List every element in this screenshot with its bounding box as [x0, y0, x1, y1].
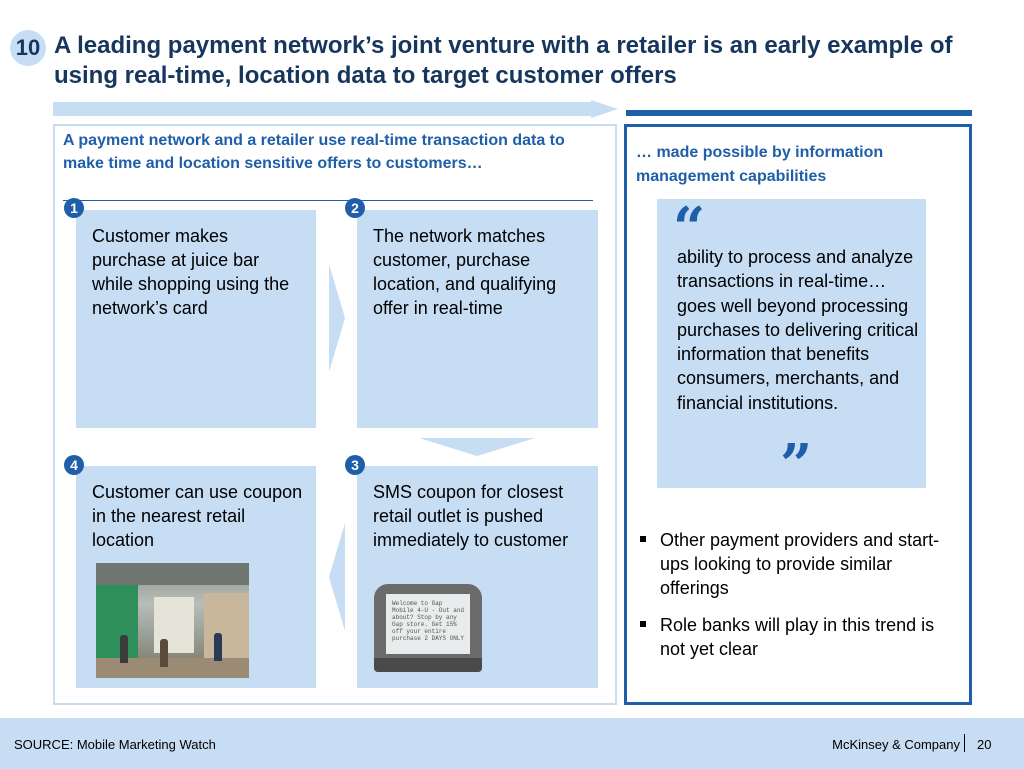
mall-photo-image	[96, 563, 249, 678]
quote-text: ability to process and analyze transacti…	[677, 247, 919, 413]
right-panel-heading: … made possible by information managemen…	[636, 144, 884, 185]
left-heading-divider	[63, 200, 593, 201]
footer-bar	[0, 718, 1024, 769]
close-quote-icon: ”	[780, 432, 813, 498]
list-item: Other payment providers and start-ups lo…	[638, 528, 963, 600]
title-arrow-shape	[591, 100, 618, 118]
phone-image: Welcome to Gap Mobile 4-U - Out and abou…	[374, 584, 482, 672]
bullet-text: Other payment providers and start-ups lo…	[660, 530, 940, 598]
bullet-text: Role banks will play in this trend is no…	[660, 615, 935, 659]
page-title: A leading payment network’s joint ventur…	[54, 32, 953, 89]
bullet-list: Other payment providers and start-ups lo…	[638, 528, 963, 674]
left-panel-heading: A payment network and a retailer use rea…	[63, 132, 565, 172]
company-name: McKinsey & Company	[832, 737, 960, 752]
arrow-right-icon	[329, 264, 345, 372]
left-panel-frame	[53, 124, 617, 705]
phone-screen-text: Welcome to Gap Mobile 4-U - Out and abou…	[386, 594, 470, 654]
step-2-badge: 2	[345, 198, 365, 218]
step-1-box: Customer makes purchase at juice bar whi…	[76, 210, 316, 428]
step-4-badge: 4	[64, 455, 84, 475]
step-3-text: SMS coupon for closest retail outlet is …	[373, 482, 569, 550]
title-underline-bar	[53, 102, 591, 116]
square-bullet-icon	[640, 536, 646, 542]
source-note: SOURCE: Mobile Marketing Watch	[14, 737, 216, 752]
arrow-left-icon	[329, 523, 345, 631]
list-item: Role banks will play in this trend is no…	[638, 613, 963, 661]
right-panel-frame	[624, 124, 972, 705]
page-number: 20	[977, 737, 992, 752]
open-quote-icon: “	[673, 195, 706, 261]
step-1-text: Customer makes purchase at juice bar whi…	[92, 226, 290, 318]
step-4-text: Customer can use coupon in the nearest r…	[92, 482, 303, 550]
title-underline-accent	[626, 110, 972, 116]
step-3-badge: 3	[345, 455, 365, 475]
arrow-down-icon	[419, 438, 535, 456]
step-2-text: The network matches customer, purchase l…	[373, 226, 557, 318]
footer-divider	[964, 734, 965, 752]
step-2-box: The network matches customer, purchase l…	[357, 210, 598, 428]
step-1-badge: 1	[64, 198, 84, 218]
square-bullet-icon	[640, 621, 646, 627]
slide-number-badge: 10	[10, 30, 46, 66]
quote-box	[657, 199, 926, 488]
